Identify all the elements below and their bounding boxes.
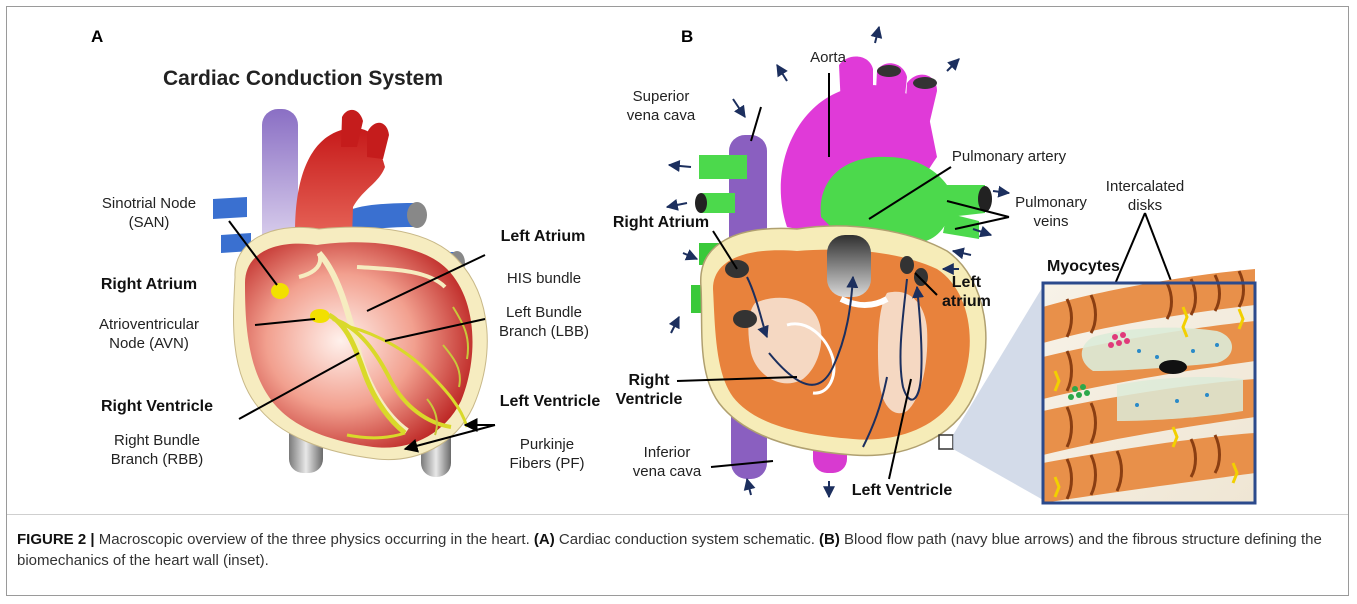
figure-frame: A B Cardiac Conduction System Sinotrial … [6,6,1349,596]
caption-text-1: Macroscopic overview of the three physic… [95,531,534,548]
label-pulmonary-artery: Pulmonary artery [952,147,1066,166]
label-myocytes: Myocytes [1047,257,1120,276]
label-left-ventricle-b: Left Ventricle [852,481,952,500]
heart-a-illustration [213,109,487,477]
label-right-atrium-a: Right Atrium [101,275,197,294]
label-left-ventricle-a: Left Ventricle [500,392,600,411]
caption-text-2: Cardiac conduction system schematic. [555,531,819,548]
panel-a-title: Cardiac Conduction System [163,67,443,91]
figure-caption: FIGURE 2 | Macroscopic overview of the t… [17,529,1337,571]
caption-figure-label: FIGURE 2 | [17,531,95,548]
label-san: Sinotrial Node(SAN) [102,194,196,232]
label-right-ventricle-a: Right Ventricle [101,397,213,416]
caption-divider [7,514,1349,515]
panel-a-letter: A [91,27,103,47]
label-right-atrium-b: Right Atrium [613,213,709,232]
label-left-atrium-a: Left Atrium [501,227,586,246]
label-aorta: Aorta [810,48,846,67]
label-his-bundle: HIS bundle [507,269,581,288]
caption-a-ref: (A) [534,531,555,548]
caption-b-ref: (B) [819,531,840,548]
panel-b-letter: B [681,27,693,47]
myocytes-inset [1043,269,1255,503]
